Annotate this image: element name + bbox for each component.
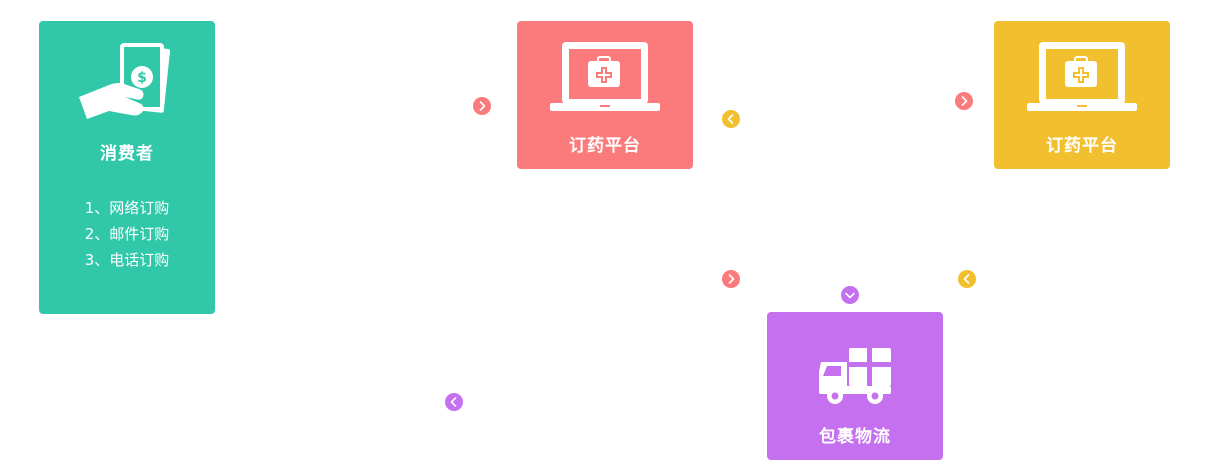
delivery-truck-icon (819, 348, 891, 404)
svg-text:$: $ (137, 70, 147, 86)
list-item: 1、网络订购 (84, 199, 170, 217)
chevron-down-icon (841, 286, 859, 304)
consumer-card: $ 消费者 1、网络订购 2、邮件订购 3、电话订购 (39, 21, 215, 314)
chevron-left-icon (445, 393, 463, 411)
chevron-left-icon (958, 270, 976, 288)
chevron-left-icon (722, 110, 740, 128)
chevron-right-icon (473, 97, 491, 115)
consumer-title: 消费者 (100, 144, 154, 164)
pharmacy-platform-card-red: 订药平台 (517, 21, 693, 169)
money-hand-icon: $ (79, 43, 171, 119)
chevron-right-icon (722, 270, 740, 288)
list-item: 2、邮件订购 (84, 225, 170, 243)
laptop-medkit-icon (1027, 42, 1137, 111)
platform-title: 订药平台 (1046, 136, 1118, 156)
logistics-card: 包裹物流 (767, 312, 943, 460)
platform-title: 订药平台 (569, 136, 641, 156)
pharmacy-platform-card-yellow: 订药平台 (994, 21, 1170, 169)
logistics-title: 包裹物流 (819, 427, 891, 447)
laptop-medkit-icon (550, 42, 660, 111)
chevron-right-icon (955, 92, 973, 110)
order-method-list: 1、网络订购 2、邮件订购 3、电话订购 (39, 195, 215, 273)
list-item: 3、电话订购 (84, 251, 170, 269)
